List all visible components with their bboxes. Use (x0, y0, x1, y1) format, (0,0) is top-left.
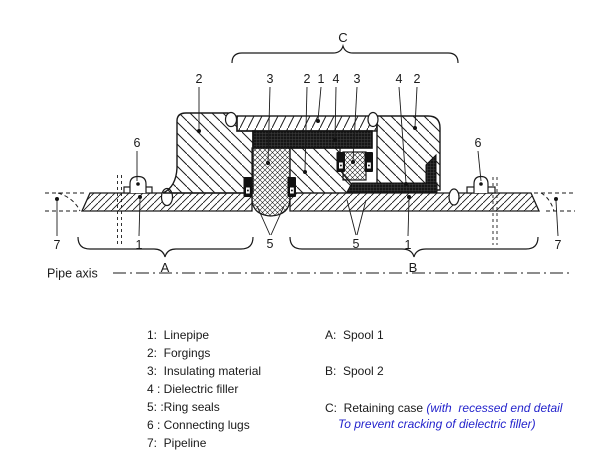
weld-bead-right (448, 188, 460, 206)
label-top-4b: 4 (396, 72, 403, 86)
isolation-joint-diagram: C 2 3 2 1 4 3 4 2 6 6 7 1 5 5 1 7 A B Pi… (45, 30, 575, 281)
retaining-case-top-band (236, 115, 378, 132)
insulator-column (251, 147, 291, 217)
label-a: A (161, 260, 170, 275)
label-top-4a: 4 (333, 72, 340, 86)
label-c: C (338, 30, 347, 45)
ring-seals (243, 152, 373, 197)
dielectric-filler-top (252, 130, 373, 149)
brace-b (289, 236, 539, 258)
label-5-right: 5 (353, 237, 360, 251)
brace-a (77, 236, 254, 258)
label-top-2a: 2 (196, 72, 203, 86)
label-top-2b: 2 (304, 72, 311, 86)
dielectric-filler-bottom (346, 182, 438, 193)
label-6-left: 6 (134, 136, 141, 150)
brace-c (231, 43, 459, 64)
connecting-lug-right (466, 175, 496, 194)
label-5-left: 5 (267, 237, 274, 251)
legend-part-1: 1: Linepipe (147, 328, 210, 342)
linepipe-right (289, 192, 541, 212)
braces (77, 43, 539, 258)
leader-dots (55, 119, 558, 201)
legend-part-7: 7: Pipeline (147, 436, 207, 450)
label-7-right: 7 (555, 238, 562, 252)
legend-part-2: 2: Forgings (147, 346, 211, 360)
case-junction-left (224, 111, 238, 128)
legend-spool-b: B: Spool 2 (325, 364, 384, 378)
leader-lines (56, 86, 559, 237)
break-marks (117, 175, 498, 245)
label-1-left: 1 (136, 238, 143, 252)
case-junction-right (367, 111, 379, 128)
label-top-3a: 3 (267, 72, 274, 86)
legend-case: C: Retaining case (with recessed end det… (325, 400, 562, 432)
label-7-left: 7 (54, 238, 61, 252)
legend-part-4: 4 : Dielectric filler (147, 382, 239, 396)
legend-case-note-1: (with recessed end detail (426, 401, 563, 415)
label-b: B (409, 260, 418, 275)
forging-right (376, 115, 441, 191)
legend-part-5: 5: :Ring seals (147, 400, 220, 414)
label-1-right: 1 (405, 238, 412, 252)
label-6-right: 6 (475, 136, 482, 150)
legend-case-note-2: To prevent cracking of dielectric filler… (338, 417, 536, 431)
pipe-axis-label: Pipe axis (47, 267, 98, 281)
pipeline-phantom-outline (45, 192, 575, 212)
legend-part-3: 3: Insulating material (147, 364, 262, 378)
legend-part-6: 6 : Connecting lugs (147, 418, 250, 432)
label-top-1: 1 (318, 72, 325, 86)
connecting-lug-left (123, 175, 153, 194)
legend-case-label: C: Retaining case (325, 401, 427, 415)
label-top-2c: 2 (414, 72, 421, 86)
label-top-3b: 3 (354, 72, 361, 86)
insulator-block-right (342, 151, 367, 181)
legend-spool-a: A: Spool 1 (325, 328, 384, 342)
